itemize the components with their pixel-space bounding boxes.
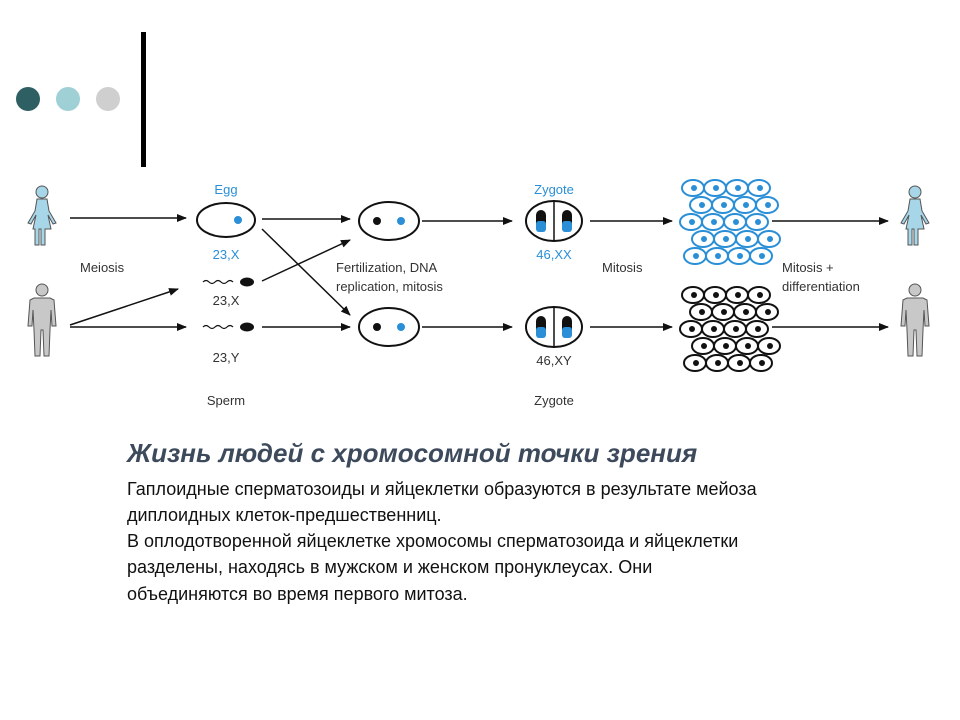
zygote-bottom-count-label: 46,XY [536, 353, 572, 368]
male-figure-right-icon [900, 283, 930, 357]
male-body-cell-nucleus [737, 360, 743, 366]
female-body-cell-nucleus [759, 253, 765, 259]
sperm-x-icon [202, 277, 254, 287]
male-body-cell-nucleus [745, 343, 751, 349]
female-body-cell-nucleus [757, 185, 763, 191]
female-body-cell-nucleus [711, 219, 717, 225]
decor-vertical-bar [141, 32, 146, 167]
male-body-cell-nucleus [711, 326, 717, 332]
egg-label: Egg [214, 182, 237, 197]
female-body-cell-nucleus [721, 202, 727, 208]
sperm-label: Sperm [207, 393, 245, 408]
egg-count-label: 23,X [213, 247, 240, 262]
sperm-y-count-label: 23,Y [213, 350, 240, 365]
male-body-cell-nucleus [755, 326, 761, 332]
zygote-bottom-label: Zygote [534, 393, 574, 408]
male-body-cell-nucleus [713, 292, 719, 298]
female-body-cell-nucleus [745, 236, 751, 242]
decor-dot-dark [16, 87, 40, 111]
decor-dot-light [56, 87, 80, 111]
female-body-cell-nucleus [735, 185, 741, 191]
fertilization-label-line1: Fertilization, DNA [336, 260, 437, 275]
female-body-cell-nucleus [737, 253, 743, 259]
slide-heading: Жизнь людей с хромосомной точки зрения [127, 438, 698, 468]
female-figure-left-icon [27, 185, 57, 246]
male-cell-cluster [679, 286, 781, 372]
female-body-cell-nucleus [743, 202, 749, 208]
male-body-cell-nucleus [723, 343, 729, 349]
male-body-cell-nucleus [765, 309, 771, 315]
fertilized-cell-top [358, 201, 420, 241]
female-cell-cluster [679, 179, 781, 265]
zygote-bottom-cell [525, 306, 583, 348]
male-body-cell-nucleus [735, 292, 741, 298]
female-body-cell-nucleus [755, 219, 761, 225]
mitosis-differentiation-label-line2: differentiation [782, 279, 860, 294]
male-body-cell-nucleus [757, 292, 763, 298]
male-body-cell-nucleus [701, 343, 707, 349]
female-body-cell-nucleus [693, 253, 699, 259]
female-body-cell-nucleus [715, 253, 721, 259]
female-body-cell-nucleus [713, 185, 719, 191]
zygote-top-label: Zygote [534, 182, 574, 197]
male-body-cell-nucleus [689, 326, 695, 332]
male-body-cell-nucleus [743, 309, 749, 315]
female-body-cell-nucleus [691, 185, 697, 191]
male-body-cell-nucleus [721, 309, 727, 315]
female-body-cell-nucleus [699, 202, 705, 208]
sperm-y-icon [202, 322, 254, 332]
egg-cell [196, 202, 256, 238]
life-cycle-diagram: Meiosis Egg 23,X 23,X 23,Y Sperm Fertili… [27, 179, 930, 408]
male-body-cell-nucleus [715, 360, 721, 366]
paragraph-2-line-1: В оплодотворенной яйцеклетке хромосомы с… [127, 531, 739, 551]
mitosis-label: Mitosis [602, 260, 643, 275]
male-body-cell-nucleus [693, 360, 699, 366]
female-body-cell-nucleus [701, 236, 707, 242]
paragraph-2-line-3: объединяются во время первого митоза. [127, 584, 468, 604]
sperm-x-count-label: 23,X [213, 293, 240, 308]
male-body-cell-nucleus [691, 292, 697, 298]
male-body-cell-nucleus [733, 326, 739, 332]
female-body-cell-nucleus [767, 236, 773, 242]
male-body-cell-nucleus [699, 309, 705, 315]
arrow-sperm-x-to-fertilized-top [261, 239, 351, 282]
female-body-cell-nucleus [733, 219, 739, 225]
meiosis-label: Meiosis [80, 260, 125, 275]
female-figure-right-icon [900, 185, 930, 246]
arrow-egg-to-fertilized-bottom [261, 228, 351, 316]
female-body-cell-nucleus [723, 236, 729, 242]
arrow-male-to-sperm-x [69, 288, 179, 326]
fertilization-label-line2: replication, mitosis [336, 279, 443, 294]
male-body-cell-nucleus [759, 360, 765, 366]
decor-dot-gray [96, 87, 120, 111]
female-body-cell-nucleus [765, 202, 771, 208]
zygote-top-cell [525, 200, 583, 242]
paragraph-1-line-1: Гаплоидные сперматозоиды и яйцеклетки об… [127, 479, 757, 499]
paragraph-1-line-2: диплоидных клеток-предшественниц. [127, 505, 442, 525]
fertilized-cell-bottom [358, 307, 420, 347]
female-body-cell-nucleus [689, 219, 695, 225]
egg-nucleus [234, 216, 242, 224]
male-body-cell-nucleus [767, 343, 773, 349]
mitosis-differentiation-label-line1: Mitosis + [782, 260, 834, 275]
zygote-top-count-label: 46,XX [536, 247, 572, 262]
male-figure-left-icon [27, 283, 57, 357]
paragraph-2-line-2: разделены, находясь в мужском и женском … [127, 557, 653, 577]
